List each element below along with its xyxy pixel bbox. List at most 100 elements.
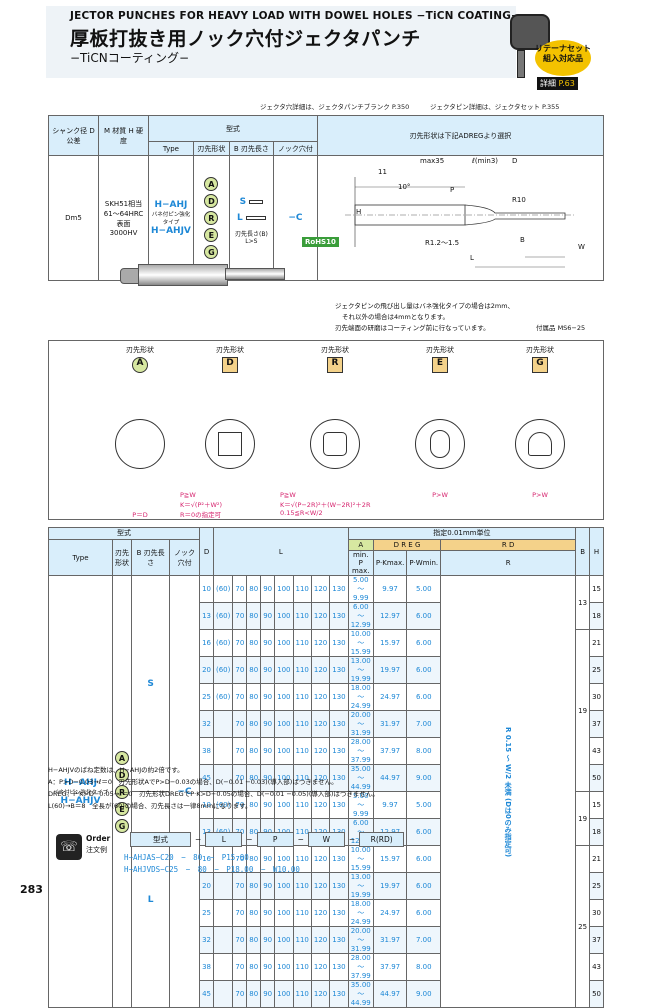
mt-d: 13 <box>199 602 214 631</box>
mt-l: 100 <box>274 899 294 928</box>
mt-l: 90 <box>260 980 276 1008</box>
mt-w: 6.00 <box>406 683 442 712</box>
mt-l: 90 <box>260 926 276 955</box>
mt-head-blade: B 刃先長さ <box>131 538 171 577</box>
mt-type-note: バネ付ピン強化タイプ <box>52 789 108 796</box>
dim-b: B <box>520 236 525 244</box>
mt-l: 80 <box>246 575 262 604</box>
ref-jector-set[interactable]: ジェクタピン詳細は、ジェクタセット P.355 <box>430 103 560 111</box>
mt-l: 110 <box>292 629 312 658</box>
mt-l: 110 <box>292 926 312 955</box>
mt-d: 20 <box>199 656 214 685</box>
shape-view-g: 刃先形状 G P>W <box>495 345 585 515</box>
mt-k: 24.97 <box>372 683 408 712</box>
shape-view-letter: G <box>532 357 548 373</box>
mt-h: 43 <box>589 737 604 766</box>
mt-l: 110 <box>292 683 312 712</box>
dim-11: 11 <box>378 168 387 176</box>
mt-l: 80 <box>246 872 262 901</box>
mt-length-s: S <box>131 575 171 793</box>
mt-l: 80 <box>246 899 262 928</box>
mt-head-dreg-sub2: P·Wmin. <box>406 550 442 577</box>
shape-views <box>48 340 604 520</box>
mt-l: 130 <box>329 845 349 874</box>
mt-a: 10.00～15.99 <box>347 629 374 658</box>
shape-note: R＝0の指定可 <box>180 511 222 519</box>
mt-a: 5.00～ 9.99 <box>347 575 374 604</box>
mt-l: 130 <box>329 629 349 658</box>
mt-a: 6.00～12.99 <box>347 602 374 631</box>
mt-b: 25 <box>575 845 591 1008</box>
detail-link[interactable]: 詳細 P.63 <box>537 77 578 90</box>
shape-g: G <box>115 818 130 833</box>
mt-l: 80 <box>246 710 262 739</box>
mt-l: 130 <box>329 980 349 1008</box>
mt-l: 100 <box>274 980 294 1008</box>
shape-r: R <box>115 784 130 799</box>
material-line: SKH51相当 <box>104 200 143 208</box>
shape-view-label: 刃先形状 <box>426 346 454 354</box>
shape-a: A <box>115 750 130 765</box>
mt-a: 35.00～44.99 <box>347 980 374 1008</box>
mt-a: 10.00～15.99 <box>347 845 374 874</box>
mt-l: 90 <box>260 656 276 685</box>
mt-l: (60) <box>212 575 234 604</box>
mt-l <box>212 953 234 982</box>
page-title: 厚板打抜き用ノック穴付ジェクタパンチ <box>70 28 421 50</box>
head-katashiki: 型式 <box>148 115 318 142</box>
dim-r10: R10 <box>512 196 526 204</box>
mt-l: 120 <box>310 710 331 739</box>
shape-a: A <box>204 177 219 191</box>
mt-l: 120 <box>310 602 331 631</box>
mt-l: 70 <box>232 737 248 766</box>
shape-note: K＝√(P−2R)²＋(W−2R)²＋2R <box>280 501 371 509</box>
header-bar <box>46 6 516 78</box>
product-image <box>120 260 290 290</box>
head-material: M 材質 H 硬度 <box>98 115 149 156</box>
mt-d: 45 <box>199 764 214 793</box>
ref-jector-hole[interactable]: ジェクタ穴詳細は、ジェクタパンチブランク P.350 <box>260 103 410 111</box>
mt-l <box>212 764 234 793</box>
mt-l: 90 <box>260 629 276 658</box>
mt-w: 6.00 <box>406 629 442 658</box>
mt-k: 37.97 <box>372 737 408 766</box>
shape-view-e: 刃先形状 E P>W <box>395 345 485 515</box>
mt-b: 19 <box>575 629 591 793</box>
mt-d: 32 <box>199 926 214 955</box>
knock-cell: −C <box>272 155 318 281</box>
length-l: L <box>236 213 243 223</box>
mt-l: 130 <box>329 737 349 766</box>
mt-l: 90 <box>260 872 276 901</box>
mt-l: 130 <box>329 710 349 739</box>
mt-a: 18.00～24.99 <box>347 899 374 928</box>
type-note: バネ付ピン強化タイプ <box>151 212 191 226</box>
footnote: L(60)→B＝8 全長が(60)の場合、刃先長さは一律8mmになります。 <box>48 802 252 810</box>
mt-l <box>212 872 234 901</box>
mt-l: 130 <box>329 872 349 901</box>
length-s: S <box>239 197 247 207</box>
mt-l: 70 <box>232 899 248 928</box>
mt-l: 100 <box>274 656 294 685</box>
mt-l: 120 <box>310 953 331 982</box>
shape-e: E <box>204 228 219 242</box>
shape-note: 0.15≦R<W/2 <box>280 509 323 517</box>
mt-l: 70 <box>232 980 248 1008</box>
shank-tol: Dm5 <box>48 155 99 281</box>
mt-l: 70 <box>232 926 248 955</box>
shape-view-letter: A <box>132 357 148 373</box>
mt-head-katashiki: 型式 <box>47 527 201 540</box>
material-line: 61～64HRC <box>103 210 144 218</box>
mt-l: 70 <box>232 575 248 604</box>
mt-w: 6.00 <box>406 899 442 928</box>
mt-l <box>212 710 234 739</box>
mt-h: 50 <box>589 980 604 1008</box>
page-number: 283 <box>20 883 43 896</box>
mt-l: 120 <box>310 737 331 766</box>
material-line: 表面 3000HV <box>109 220 138 237</box>
dim-max35: max35 <box>420 157 445 165</box>
mt-d: 10 <box>199 575 214 604</box>
mt-w: 6.00 <box>406 818 442 847</box>
shape-view-letter: D <box>222 357 238 373</box>
